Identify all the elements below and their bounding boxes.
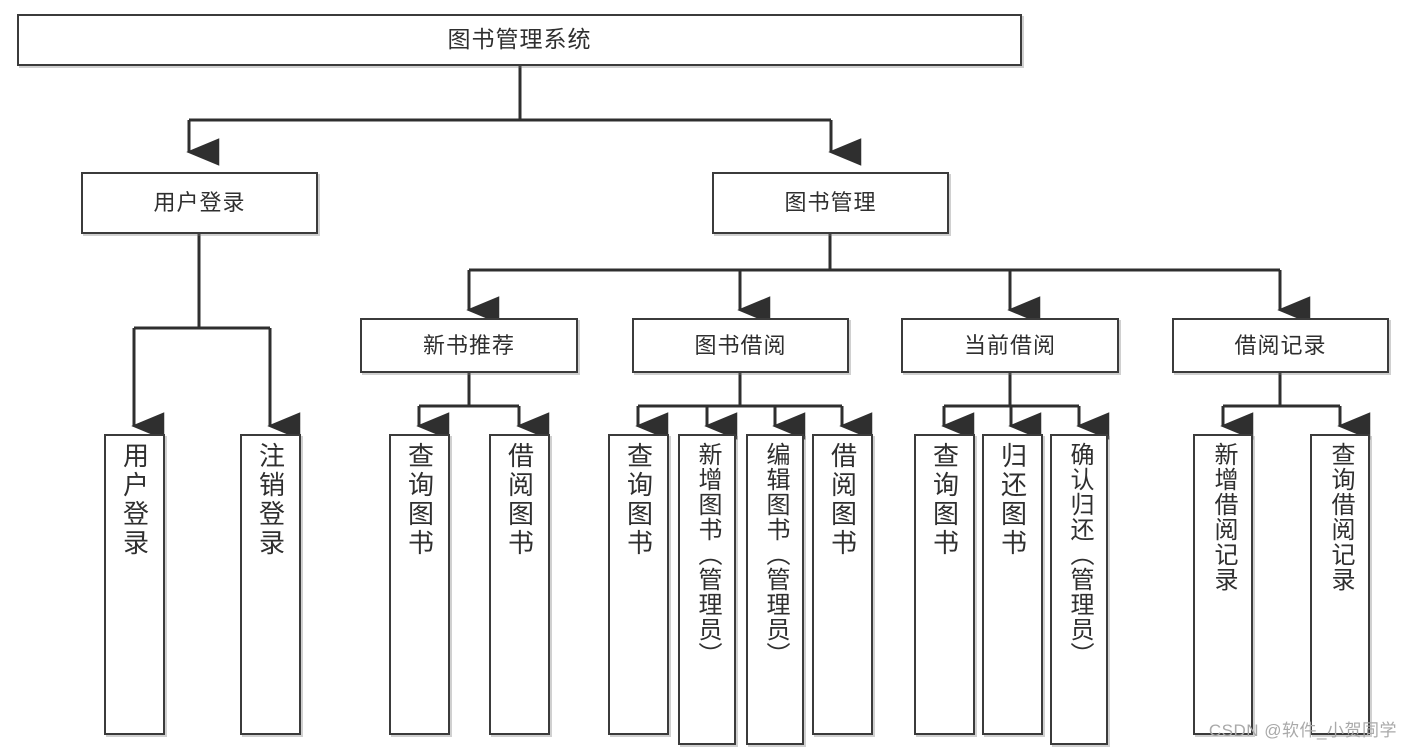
node-label: 归还图书 (997, 442, 1028, 558)
node-borrow-record[interactable]: 借阅记录 (1172, 318, 1389, 373)
node-label: 借阅图书 (827, 442, 858, 558)
leaf-edit-book-admin[interactable]: 编辑图书（管理员） (746, 434, 804, 745)
leaf-borrow-book[interactable]: 借阅图书 (812, 434, 873, 735)
node-new-book-recommend[interactable]: 新书推荐 (360, 318, 578, 373)
node-current-borrow[interactable]: 当前借阅 (901, 318, 1119, 373)
node-label: 图书借阅 (694, 332, 787, 358)
node-label: 新增图书（管理员） (694, 442, 721, 667)
leaf-query-borrow-record[interactable]: 查询借阅记录 (1310, 434, 1370, 735)
node-label: 确认归还（管理员） (1066, 442, 1093, 667)
node-label: 查询借阅记录 (1327, 442, 1354, 592)
leaf-return-book[interactable]: 归还图书 (982, 434, 1043, 735)
node-label: 新增借阅记录 (1210, 442, 1237, 592)
node-book-borrow[interactable]: 图书借阅 (632, 318, 849, 373)
leaf-add-borrow-record[interactable]: 新增借阅记录 (1193, 434, 1253, 735)
leaf-query-book-current[interactable]: 查询图书 (914, 434, 975, 735)
node-label: 查询图书 (929, 442, 960, 558)
node-label: 编辑图书（管理员） (762, 442, 789, 667)
leaf-query-book-recommend[interactable]: 查询图书 (389, 434, 450, 735)
node-label: 当前借阅 (963, 332, 1056, 358)
leaf-add-book-admin[interactable]: 新增图书（管理员） (678, 434, 736, 745)
node-user-login[interactable]: 用户登录 (81, 172, 318, 234)
node-label: 借阅记录 (1234, 332, 1327, 358)
node-label: 借阅图书 (504, 442, 535, 558)
node-root-system[interactable]: 图书管理系统 (17, 14, 1022, 66)
node-label: 新书推荐 (422, 332, 515, 358)
leaf-logout[interactable]: 注销登录 (240, 434, 301, 735)
node-label: 查询图书 (404, 442, 435, 558)
leaf-borrow-book-recommend[interactable]: 借阅图书 (489, 434, 550, 735)
node-label: 用户登录 (119, 442, 150, 558)
node-book-management[interactable]: 图书管理 (712, 172, 949, 234)
leaf-query-book-borrow[interactable]: 查询图书 (608, 434, 669, 735)
node-label: 用户登录 (153, 190, 246, 216)
leaf-user-login[interactable]: 用户登录 (104, 434, 165, 735)
node-label: 图书管理系统 (447, 26, 592, 53)
leaf-confirm-return-admin[interactable]: 确认归还（管理员） (1050, 434, 1108, 745)
node-label: 查询图书 (623, 442, 654, 558)
node-label: 注销登录 (255, 442, 286, 558)
csdn-watermark: CSDN @软件_小贺同学 (1208, 721, 1397, 740)
node-label: 图书管理 (784, 190, 877, 216)
